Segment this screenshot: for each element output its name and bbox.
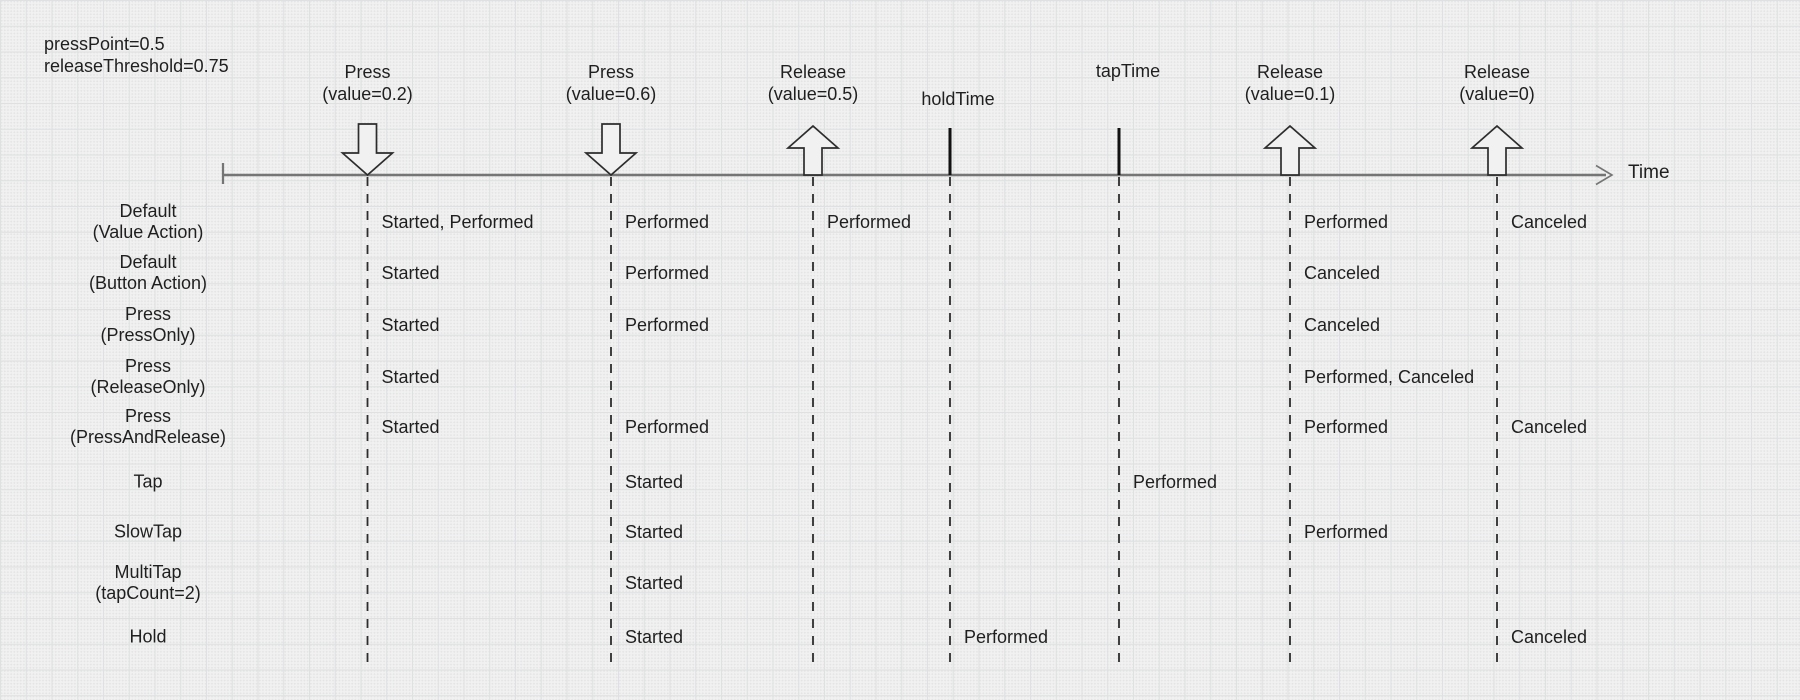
event-label-line: Release [779, 62, 847, 82]
cell-annotation: Performed, Canceled [1304, 366, 1475, 387]
event-label-line: Release [1463, 62, 1531, 82]
row-label: Press(PressOnly) [40, 304, 256, 346]
event-label-line: holdTime [921, 89, 995, 109]
cell-annotation: Performed [1304, 522, 1389, 542]
row-label: SlowTap [40, 522, 256, 543]
row-label: Default(Value Action) [40, 201, 256, 243]
row-label: Press(PressAndRelease) [40, 406, 256, 448]
cell-annotation: Performed [625, 263, 710, 283]
event-label-line: Release [1256, 62, 1324, 82]
cell-annotation: Canceled [1304, 314, 1381, 335]
cell-annotation: Started [381, 314, 440, 335]
row-label-line: Default [119, 252, 177, 272]
cell-annotation: Canceled [1304, 263, 1381, 283]
cell-annotation: Started, Performed [381, 212, 534, 232]
release-threshold-param: releaseThreshold=0.75 [44, 56, 229, 76]
row-label-line: (tapCount=2) [95, 582, 201, 603]
event-label-line: (value=0.1) [1244, 84, 1336, 104]
row-label-line: Press [124, 303, 171, 324]
release-arrow-icon [1262, 124, 1318, 176]
press-arrow-icon [340, 123, 395, 177]
row-label: MultiTap(tapCount=2) [40, 562, 256, 604]
event-label-line: (value=0.2) [322, 84, 413, 104]
row-label-line: Hold [129, 626, 167, 646]
cell-annotation: Performed [827, 212, 912, 232]
press-arrow-icon [583, 123, 639, 177]
cell-annotation: Started [625, 626, 684, 647]
row-label-line: Press [124, 406, 171, 426]
event-label-line: Press [587, 62, 634, 82]
release-arrow-icon [1469, 124, 1525, 176]
cell-annotation: Performed [1133, 471, 1218, 492]
row-label: Tap [40, 471, 256, 492]
row-label-line: (Value Action) [92, 222, 204, 242]
event-label-press1: Press(value=0.2) [322, 61, 413, 105]
cell-annotation: Started [625, 572, 684, 593]
row-label-line: (ReleaseOnly) [90, 376, 206, 397]
cell-annotation: Canceled [1511, 626, 1588, 647]
cell-annotation: Performed [625, 314, 710, 335]
row-label-line: SlowTap [113, 521, 183, 542]
event-label-line: (value=0.6) [565, 84, 657, 104]
event-label-tapTime: tapTime [1096, 60, 1160, 82]
row-label-line: Tap [133, 471, 163, 491]
cell-annotation: Canceled [1511, 212, 1588, 232]
event-label-release1: Release(value=0.5) [768, 61, 859, 105]
cell-annotation: Performed [625, 212, 710, 232]
row-label: Press(ReleaseOnly) [40, 356, 256, 398]
time-axis-label: Time [1628, 162, 1670, 183]
row-label-line: (PressOnly) [100, 324, 196, 345]
event-label-release3: Release(value=0) [1459, 61, 1535, 105]
event-label-press2: Press(value=0.6) [566, 61, 657, 105]
press-point-param: pressPoint=0.5 [44, 34, 165, 54]
event-label-release2: Release(value=0.1) [1245, 61, 1336, 105]
cell-annotation: Started [625, 471, 684, 492]
cell-annotation: Performed [1304, 212, 1389, 232]
cell-annotation: Canceled [1511, 417, 1588, 437]
row-label: Default(Button Action) [40, 252, 256, 294]
event-label-line: tapTime [1095, 61, 1161, 81]
cell-annotation: Started [381, 417, 440, 437]
row-label-line: Press [124, 355, 171, 376]
row-label-line: MultiTap [114, 561, 182, 582]
release-arrow-icon [785, 124, 841, 176]
row-label-line: Default [119, 201, 177, 221]
row-label: Hold [40, 626, 256, 647]
event-label-line: (value=0) [1459, 84, 1535, 104]
event-label-holdTime: holdTime [921, 88, 994, 110]
cell-annotation: Performed [1304, 417, 1389, 437]
row-label-line: (PressAndRelease) [69, 427, 227, 447]
cell-annotation: Started [625, 522, 684, 542]
event-label-line: (value=0.5) [767, 84, 859, 104]
cell-annotation: Started [381, 263, 440, 283]
cell-annotation: Performed [964, 626, 1049, 647]
event-label-line: Press [344, 62, 391, 82]
row-label-line: (Button Action) [88, 273, 208, 293]
cell-annotation: Performed [625, 417, 710, 437]
axis-arrowhead-icon [1595, 164, 1614, 186]
cell-annotation: Started [381, 366, 440, 387]
